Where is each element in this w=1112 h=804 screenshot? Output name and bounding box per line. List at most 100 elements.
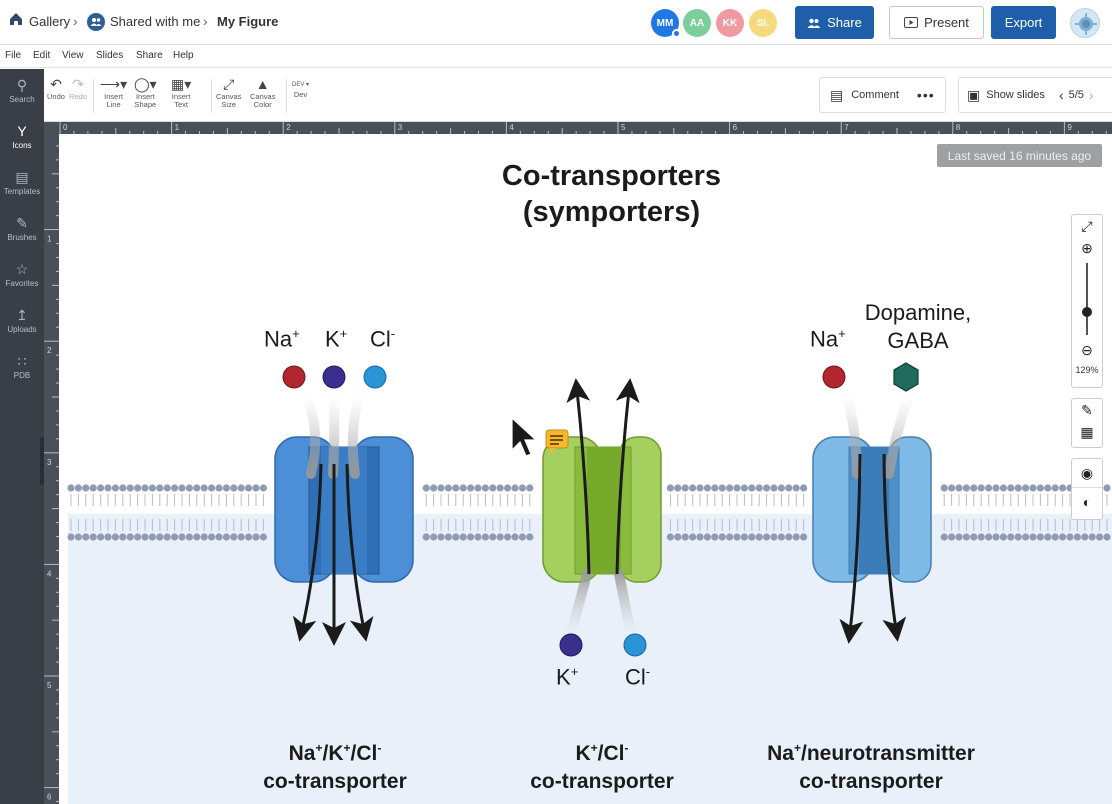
dev-button[interactable]: DEV ▾ Dev xyxy=(292,82,310,99)
redo-button[interactable]: ↷ Redo xyxy=(69,75,87,101)
chevron-right-icon[interactable]: › xyxy=(1088,87,1094,103)
sidebar-collapse-handle[interactable] xyxy=(40,437,45,485)
canvas-size-label: Canvas xyxy=(216,92,242,101)
k-label[interactable]: K+ xyxy=(556,664,578,690)
caption-middle[interactable]: K+/Cl- co-transporter xyxy=(502,734,702,796)
k-label[interactable]: K+ xyxy=(325,326,347,352)
na-ion[interactable] xyxy=(822,365,846,389)
menu-file[interactable]: File xyxy=(5,50,22,61)
canvas-size-button[interactable]: ⤢ Canvas Size xyxy=(216,75,241,109)
dopamine-gaba-label[interactable]: Dopamine, GABA xyxy=(849,299,987,355)
ruler-label: 0 xyxy=(63,123,68,132)
zoom-slider[interactable] xyxy=(1072,259,1102,339)
chevron-left-icon[interactable]: ‹ xyxy=(1058,87,1064,103)
avatar[interactable]: KK xyxy=(716,9,744,37)
caption-left[interactable]: Na+/K+/Cl- co-transporter xyxy=(235,734,435,796)
neurotransmitter-molecule[interactable] xyxy=(893,362,919,392)
present-button[interactable]: Present xyxy=(889,6,984,39)
ion-charge: + xyxy=(838,326,846,341)
undo-button[interactable]: ↶ Undo xyxy=(47,75,65,101)
ion-charge: - xyxy=(390,326,396,341)
brush-icon: ✎ xyxy=(16,215,28,231)
ion-charge: + xyxy=(292,326,300,341)
sidebar-item-pdb[interactable]: ∷ PDB xyxy=(0,351,44,395)
menu-view[interactable]: View xyxy=(62,50,84,61)
paint-bucket-icon: ▲ xyxy=(255,76,270,92)
show-slides-button[interactable]: Show slides xyxy=(986,89,1045,101)
cl-ion[interactable] xyxy=(623,633,647,657)
na-k-cl-transporter[interactable] xyxy=(274,391,414,646)
insert-text-button[interactable]: ▦▾ Insert Text xyxy=(171,75,191,109)
mouse-cursor-icon xyxy=(511,416,538,457)
sidebar-item-icons[interactable]: Y Icons xyxy=(0,121,44,165)
breadcrumb-gallery[interactable]: Gallery xyxy=(29,14,71,29)
avatar[interactable]: AA xyxy=(683,9,711,37)
comment-box: ▤ Comment ••• xyxy=(819,77,946,113)
na-label[interactable]: Na+ xyxy=(810,326,846,352)
toolbar-divider xyxy=(286,79,287,113)
comment-icon[interactable]: ▤ xyxy=(830,86,844,103)
sidebar-item-templates[interactable]: ▤ Templates xyxy=(0,167,44,211)
zoom-panel: ⤢ ⊕ ⊖ 129% xyxy=(1071,214,1103,388)
redo-icon: ↷ xyxy=(72,76,84,92)
menu-share[interactable]: Share xyxy=(136,50,163,61)
zoom-slider-handle[interactable] xyxy=(1082,307,1092,317)
insert-shape-button[interactable]: ◯▾ Insert Shape xyxy=(134,75,157,109)
present-icon xyxy=(904,17,919,28)
cl-label[interactable]: Cl- xyxy=(625,664,650,690)
zoom-in-icon[interactable]: ⊕ xyxy=(1081,240,1093,256)
ruler-label: 5 xyxy=(621,123,626,132)
sidebar-item-brushes[interactable]: ✎ Brushes xyxy=(0,213,44,257)
contrast-icon[interactable]: ◐ xyxy=(1072,487,1102,515)
na-ion[interactable] xyxy=(282,365,306,389)
comment-button[interactable]: Comment xyxy=(851,89,899,101)
people-icon xyxy=(807,18,821,28)
sidebar-item-favorites[interactable]: ☆ Favorites xyxy=(0,259,44,303)
figure-title[interactable]: Co-transporters (symporters) xyxy=(439,158,784,230)
more-options-icon[interactable]: ••• xyxy=(916,87,935,103)
grid-icon[interactable]: ▦ xyxy=(1080,424,1094,440)
caption-text: co-transporter xyxy=(799,770,943,793)
image-icon[interactable]: ▣ xyxy=(967,86,981,103)
canvas-color-button[interactable]: ▲ Canvas Color xyxy=(250,75,275,109)
cl-label[interactable]: Cl- xyxy=(370,326,395,352)
breadcrumb-shared[interactable]: Shared with me xyxy=(110,14,201,29)
zoom-out-icon[interactable]: ⊖ xyxy=(1081,342,1093,358)
avatar[interactable]: SL xyxy=(749,9,777,37)
k-ion[interactable] xyxy=(559,633,583,657)
k-ion[interactable] xyxy=(322,365,346,389)
text-icon: ▦▾ xyxy=(171,76,192,92)
export-button[interactable]: Export xyxy=(991,6,1056,39)
cl-ion[interactable] xyxy=(363,365,387,389)
sidebar-item-uploads[interactable]: ↥ Uploads xyxy=(0,305,44,349)
menu-slides[interactable]: Slides xyxy=(96,50,124,61)
zoom-level: 129% xyxy=(1075,365,1099,375)
caption-right[interactable]: Na+/neurotransmitter co-transporter xyxy=(739,734,1003,796)
menu-help[interactable]: Help xyxy=(173,50,194,61)
sidebar-item-search[interactable]: ⚲ Search xyxy=(0,75,44,119)
fit-screen-icon[interactable]: ⤢ xyxy=(1081,218,1093,234)
figure-title-line: Co-transporters xyxy=(501,160,722,192)
insert-line-button[interactable]: ⟶▾ Insert Line xyxy=(100,75,127,109)
share-button[interactable]: Share xyxy=(795,6,874,39)
breadcrumb-current: My Figure xyxy=(217,14,279,29)
na-label[interactable]: Na+ xyxy=(264,326,300,352)
k-cl-transporter[interactable] xyxy=(542,378,662,639)
comment-pin-icon[interactable] xyxy=(545,429,569,454)
shape-icon: ◯▾ xyxy=(134,76,157,92)
eye-icon[interactable]: ◉ xyxy=(1080,465,1094,481)
home-icon[interactable] xyxy=(8,11,24,32)
chevron-right-icon: › xyxy=(73,13,78,29)
ion-charge: + xyxy=(793,741,801,755)
top-bar: Gallery › Shared with me › My Figure MM … xyxy=(0,0,1112,45)
figure-canvas[interactable]: Co-transporters (symporters) Last saved … xyxy=(59,134,1112,804)
insert-line-label: Line xyxy=(106,100,121,109)
user-avatar[interactable] xyxy=(1070,8,1100,38)
menu-edit[interactable]: Edit xyxy=(33,50,51,61)
ion-charge: - xyxy=(377,741,382,755)
ruler-label: 1 xyxy=(47,235,52,244)
na-neurotransmitter-transporter[interactable] xyxy=(812,391,932,644)
ruler-icon[interactable]: ✎ xyxy=(1081,402,1093,418)
avatar[interactable]: MM xyxy=(651,9,679,37)
